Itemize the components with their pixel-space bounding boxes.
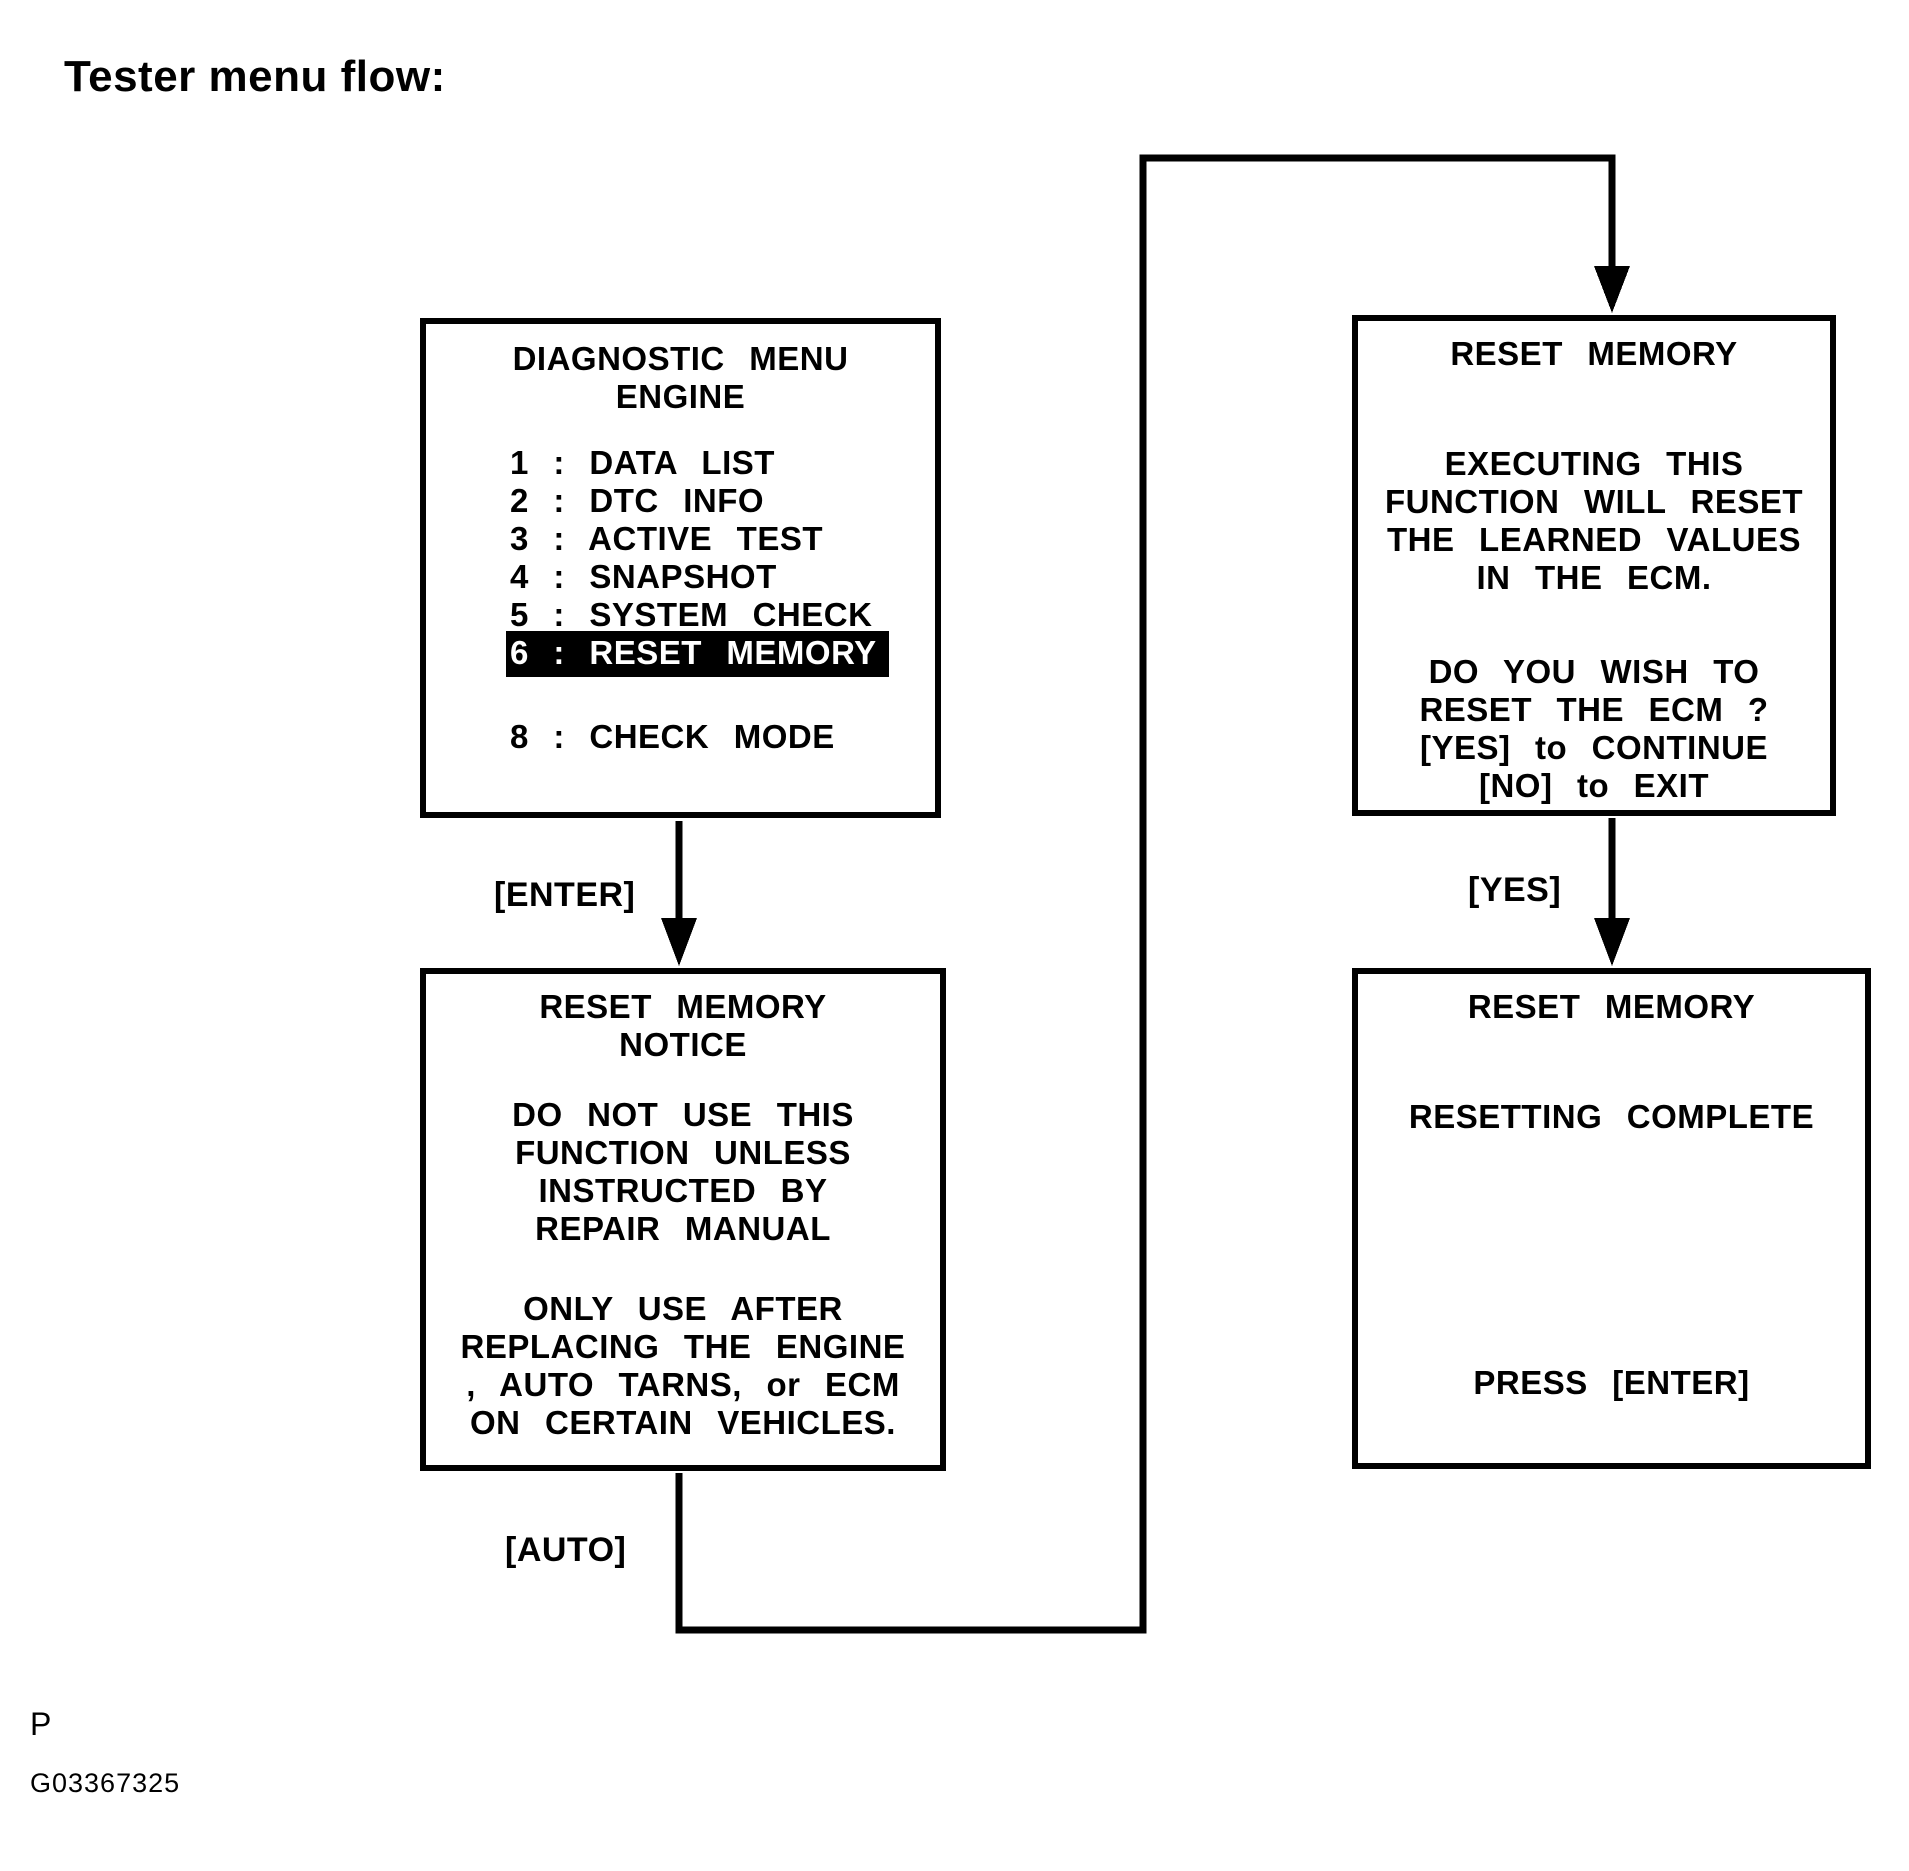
notice-title: RESET MEMORY NOTICE [426,988,940,1064]
menu-item-dtc-info: 2 : DTC INFO [510,482,765,519]
menu-item-check-mode: 8 : CHECK MODE [510,718,835,755]
reset-memory-confirm-screen: RESET MEMORY EXECUTING THIS FUNCTION WIL… [1352,315,1836,816]
auto-key-label: [AUTO] [505,1531,627,1569]
selected-item-highlight: 6 : RESET MEMORY [506,631,889,677]
reset-memory-notice-screen: RESET MEMORY NOTICE DO NOT USE THIS FUNC… [420,968,946,1471]
complete-status-text: RESETTING COMPLETE [1408,1098,1815,1135]
complete-title: RESET MEMORY [1467,988,1756,1025]
notice-warning-text: DO NOT USE THIS FUNCTION UNLESS INSTRUCT… [512,1096,854,1247]
yes-key-label: [YES] [1468,871,1562,909]
notice-title-line2: NOTICE [619,1026,747,1063]
yes-arrow [1594,818,1630,966]
confirm-prompt-text: DO YOU WISH TO RESET THE ECM ? [YES] to … [1419,653,1769,804]
figure-id: G03367325 [30,1768,181,1798]
menu-item-system-check: 5 : SYSTEM CHECK [510,596,873,633]
page-marker: P [30,1706,52,1742]
enter-arrow [661,821,697,966]
notice-usage-text: ONLY USE AFTER REPLACING THE ENGINE , AU… [460,1290,906,1441]
menu-item-active-test: 3 : ACTIVE TEST [510,520,824,557]
enter-key-label: [ENTER] [494,876,636,914]
reset-memory-complete-screen: RESET MEMORY RESETTING COMPLETE PRESS [E… [1352,968,1871,1469]
diagnostic-menu-title: DIAGNOSTIC MENU ENGINE [426,340,935,416]
diagnostic-menu-title-line1: DIAGNOSTIC MENU [512,340,849,377]
confirm-info-text: EXECUTING THIS FUNCTION WILL RESET THE L… [1384,445,1804,596]
complete-action-text: PRESS [ENTER] [1473,1364,1750,1401]
menu-item-reset-memory-selected: 6 : RESET MEMORY [506,631,935,677]
diagnostic-menu-title-line2: ENGINE [615,378,746,415]
diagnostic-menu-screen: DIAGNOSTIC MENU ENGINE 1 : DATA LIST 2 :… [420,318,941,818]
notice-title-line1: RESET MEMORY [539,988,827,1025]
confirm-title: RESET MEMORY [1450,335,1738,372]
diagnostic-menu-list: 1 : DATA LIST 2 : DTC INFO 3 : ACTIVE TE… [426,444,935,756]
menu-item-snapshot: 4 : SNAPSHOT [510,558,777,595]
menu-list-gap [510,672,935,718]
menu-item-data-list: 1 : DATA LIST [510,444,775,481]
page-title: Tester menu flow: [64,52,446,101]
